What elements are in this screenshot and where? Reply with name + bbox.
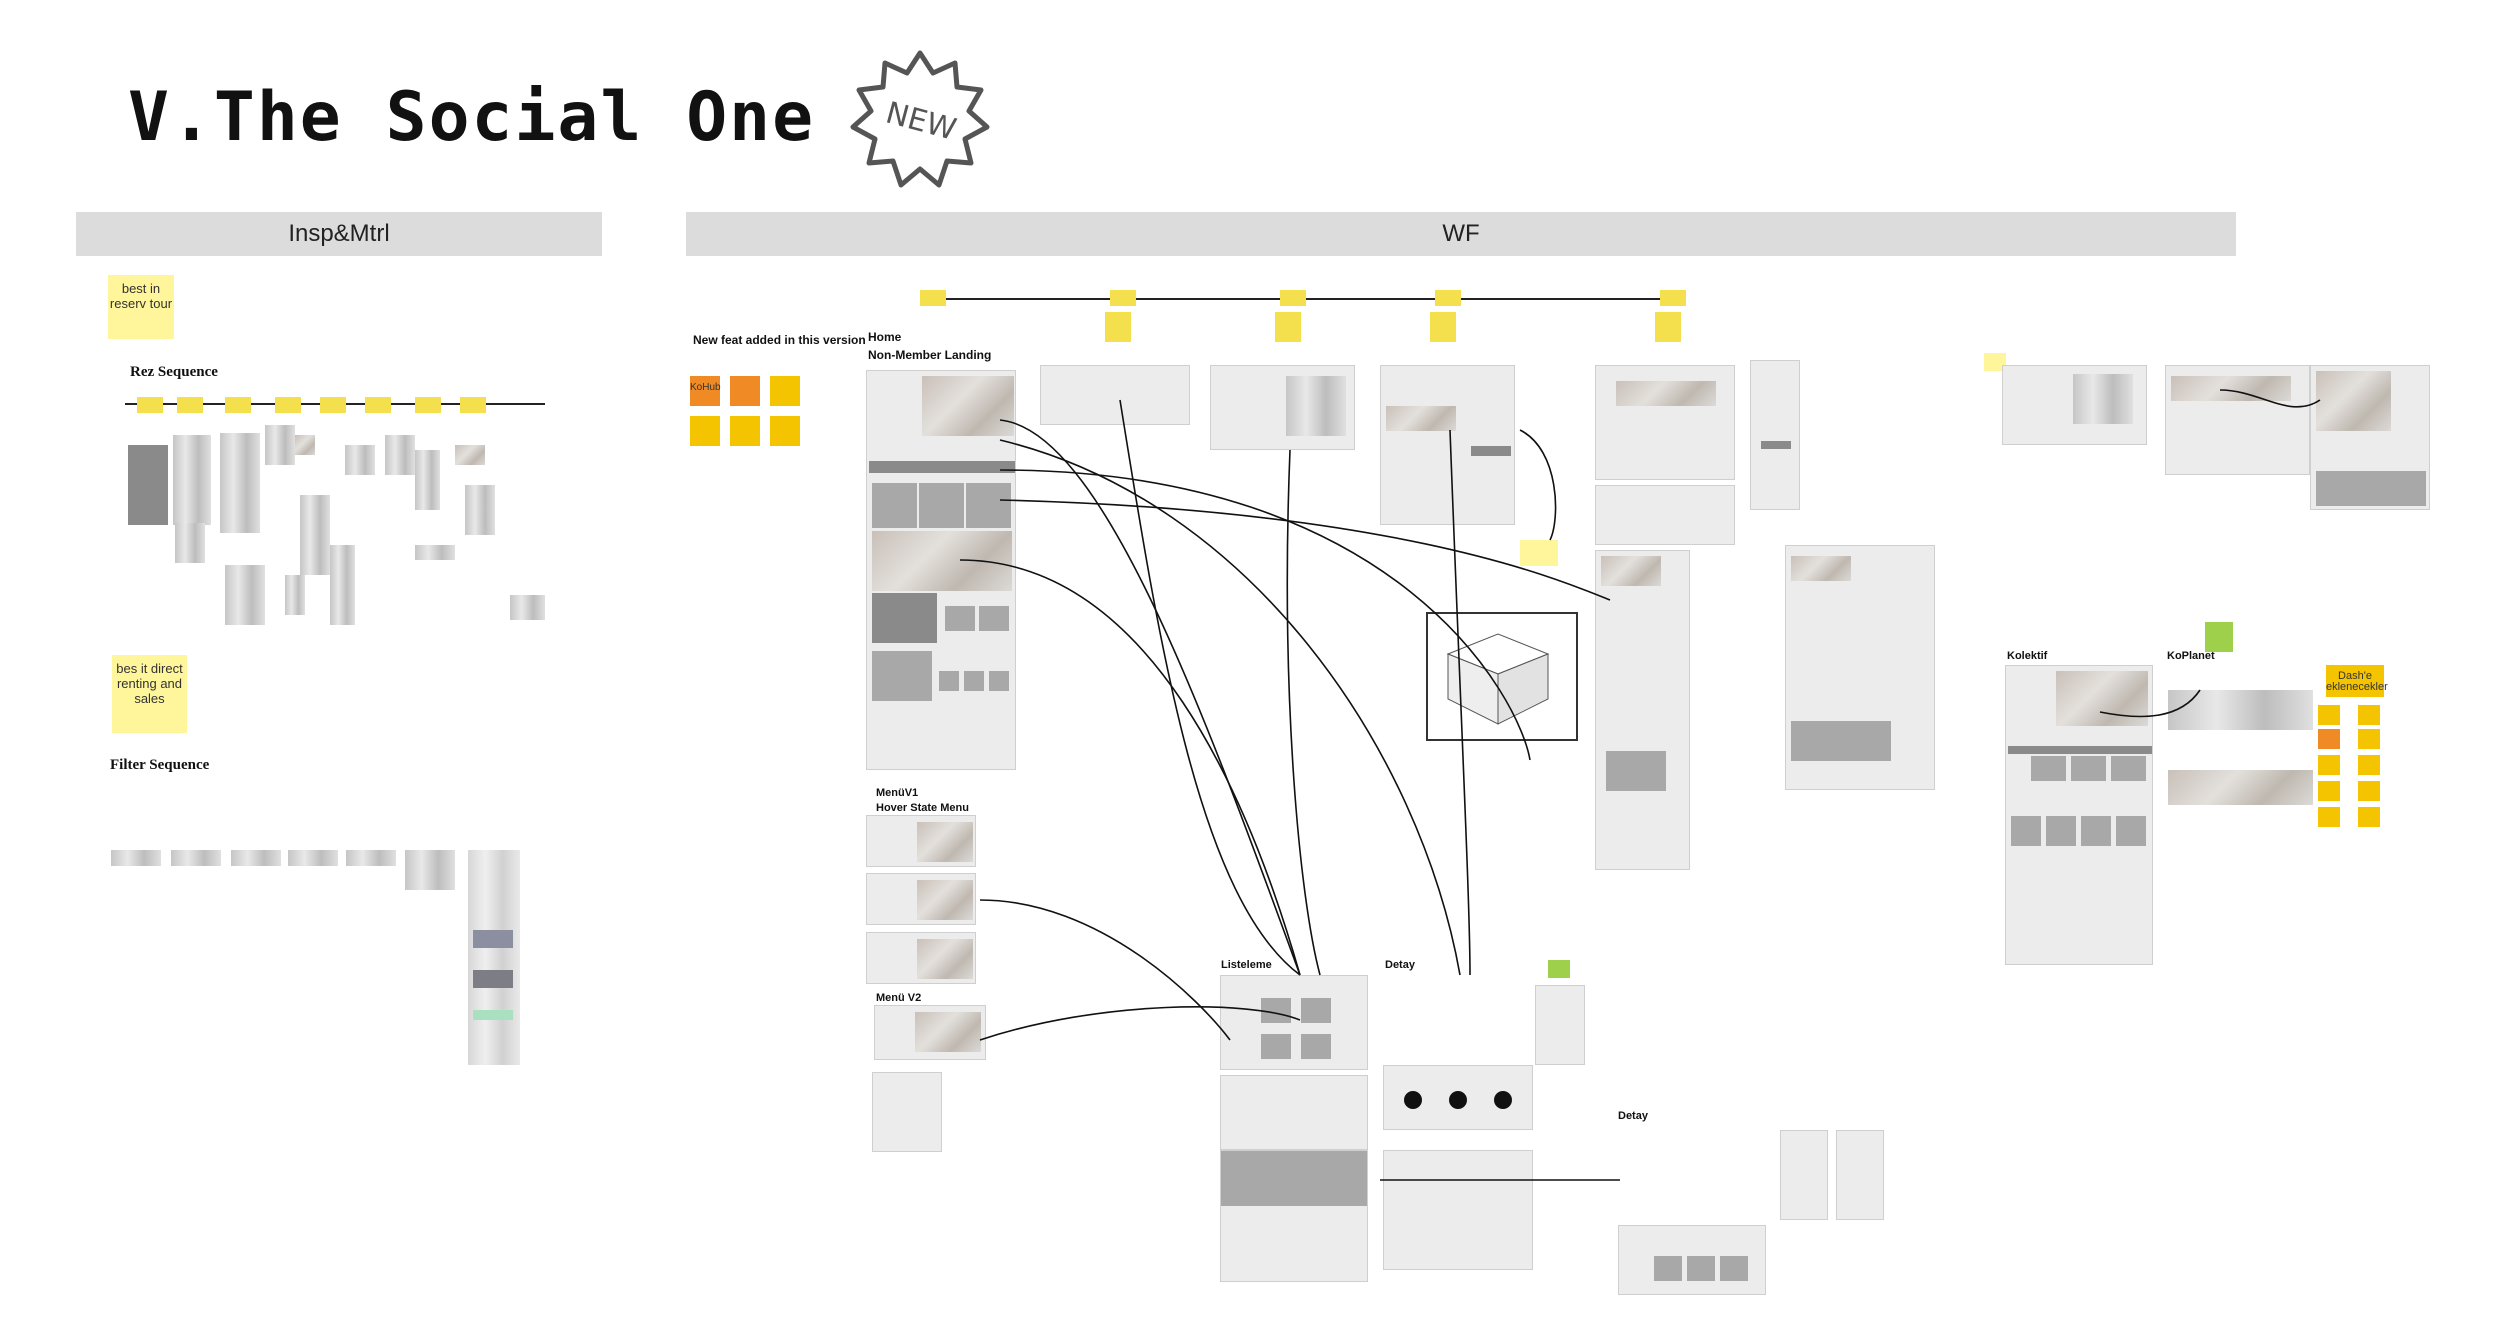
new-badge-icon: NEW	[850, 50, 990, 188]
menu-v2-mobile[interactable]	[872, 1072, 942, 1152]
sticky-note-right[interactable]	[1984, 353, 2006, 371]
section-wf: WF	[686, 212, 2236, 256]
wf-mobile-a[interactable]	[1750, 360, 1800, 510]
menu-v1-frame-3[interactable]	[866, 932, 976, 984]
detay-mobile-3[interactable]	[1836, 1130, 1884, 1220]
feat-grid[interactable]: KoHub	[690, 376, 810, 448]
detay-wireframe-3[interactable]	[1618, 1225, 1766, 1295]
sticky-note-direct[interactable]: bes it direct renting and sales	[112, 655, 187, 733]
detay-wireframe-2[interactable]	[1383, 1150, 1533, 1270]
section-insp-mtrl: Insp&Mtrl	[76, 212, 602, 256]
menu-v2-frame[interactable]	[874, 1005, 986, 1060]
wf-frame-c[interactable]	[1595, 365, 1735, 480]
sticky-note-small[interactable]	[1520, 540, 1558, 566]
home-label: Home	[868, 330, 902, 344]
right-frame-b[interactable]	[2165, 365, 2310, 475]
isometric-room-sketch[interactable]	[1426, 612, 1578, 741]
flow-header-row	[915, 290, 1686, 350]
feat-heading: New feat added in this version	[693, 333, 866, 347]
right-frame-a[interactable]	[2002, 365, 2147, 445]
rez-sequence-label: Rez Sequence	[130, 364, 218, 380]
wf-frame-d[interactable]	[1595, 485, 1735, 545]
menu-v2-label: Menü V2	[876, 992, 922, 1004]
green-note-2[interactable]	[2205, 622, 2233, 652]
dash-add-note[interactable]: Dash'e eklenecekler	[2326, 665, 2388, 697]
right-frame-c[interactable]	[2310, 365, 2430, 510]
home-wireframe[interactable]	[866, 370, 1016, 770]
dash-add-list	[2318, 705, 2380, 835]
menu-v1-label: MenüV1	[876, 787, 919, 799]
wf-frame-a[interactable]	[1210, 365, 1355, 450]
feat-item-kohub[interactable]: KoHub	[690, 376, 721, 406]
non-member-label: Non-Member Landing	[868, 348, 992, 362]
listing-wireframe[interactable]	[1220, 975, 1368, 1070]
listing-wireframe-2[interactable]	[1220, 1075, 1368, 1150]
hover-state-label: Hover State Menu	[876, 802, 969, 814]
page-title: V.The Social One	[128, 78, 816, 157]
detay-label-2: Detay	[1618, 1110, 1648, 1122]
sticky-note-reserv[interactable]: best in reserv tour	[108, 275, 174, 339]
wf-frame-b[interactable]	[1380, 365, 1515, 525]
filter-sequence-label: Filter Sequence	[110, 757, 210, 773]
detay-label-1: Detay	[1385, 959, 1415, 971]
rez-sequence-board[interactable]	[125, 395, 565, 635]
kolektif-wireframe[interactable]	[2005, 665, 2153, 965]
menu-v1-frame-2[interactable]	[866, 873, 976, 925]
koplanet-wireframe[interactable]	[2168, 690, 2313, 810]
listeleme-label: Listeleme	[1221, 959, 1272, 971]
wf-frame-e[interactable]	[1595, 550, 1690, 870]
green-note-1[interactable]	[1548, 960, 1570, 978]
koplanet-label: KoPlanet	[2167, 650, 2215, 662]
filter-sequence-board[interactable]	[108, 830, 528, 1065]
wf-frame-f[interactable]	[1785, 545, 1935, 790]
listing-wireframe-3[interactable]	[1220, 1150, 1368, 1282]
kolektif-label: Kolektif	[2007, 650, 2048, 662]
detay-wireframe-1[interactable]	[1383, 1065, 1533, 1130]
detay-mobile-2[interactable]	[1780, 1130, 1828, 1220]
menu-v1-frame-1[interactable]	[866, 815, 976, 867]
detay-mobile[interactable]	[1535, 985, 1585, 1065]
search-wireframe[interactable]	[1040, 365, 1190, 425]
